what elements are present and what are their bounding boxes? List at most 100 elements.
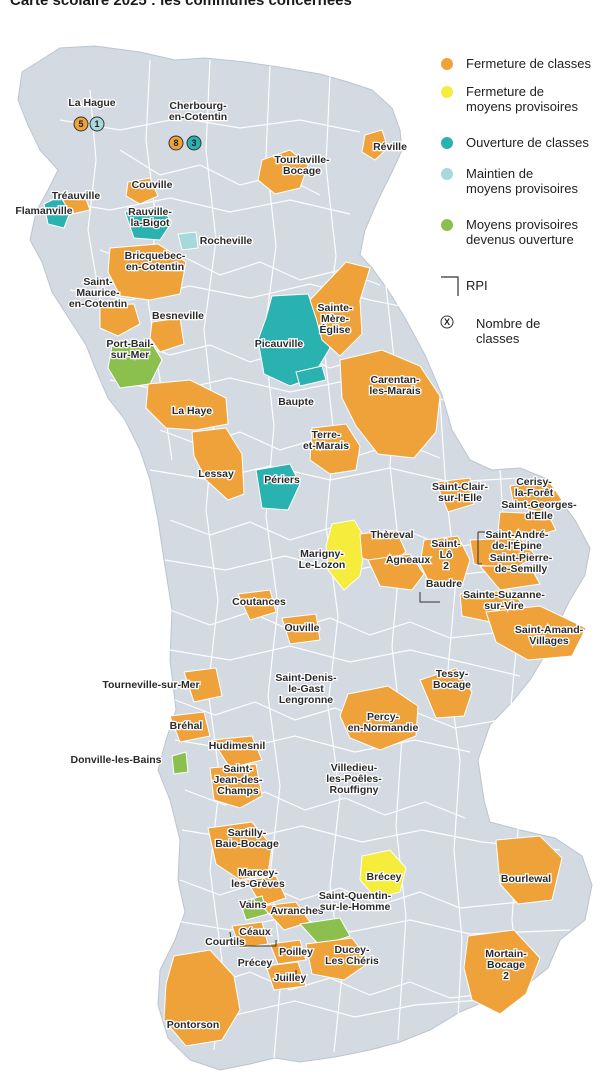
legend-rpi: RPI <box>441 276 488 296</box>
region-cerisy <box>509 479 563 513</box>
place-label: Ducey-Les Chéris <box>325 944 379 967</box>
place-label: La Hague <box>68 97 115 109</box>
place-label: Bréhal <box>170 720 203 732</box>
region-reville <box>361 129 389 161</box>
commune-regions <box>43 129 587 1047</box>
place-label: Vains <box>239 899 267 911</box>
place-label: Bourlewal <box>501 873 551 885</box>
legend-rpi-label: RPI <box>466 278 488 293</box>
place-label: Saint-Jean-des-Champs <box>213 763 263 797</box>
legend-label: Ouverture de classes <box>466 135 589 150</box>
place-label: Lessay <box>198 468 234 480</box>
place-label: Cherbourg-en-Cotentin <box>169 100 227 123</box>
region-flamanville <box>43 195 71 229</box>
region-ouville <box>281 613 321 645</box>
place-label: Tourlaville-Bocage <box>274 154 330 177</box>
place-label: Tréauville <box>52 190 101 202</box>
region-tourneville <box>183 667 223 703</box>
region-brehal <box>169 711 211 743</box>
region-couville <box>125 177 159 205</box>
region-vains <box>239 895 269 921</box>
place-label: Carentan-les-Marais <box>369 374 421 397</box>
place-label: Villedieu-les-Poêles-Rouffigny <box>326 762 382 796</box>
place-label: Courtils <box>205 936 245 948</box>
place-label: Tessy-Bocage <box>433 668 471 691</box>
place-label: Marigny-Le-Lozon <box>299 548 346 571</box>
region-juilley <box>265 961 307 991</box>
classes-symbol-icon <box>440 315 454 329</box>
region-pontorson <box>163 949 241 1047</box>
region-bourlewal <box>495 835 563 905</box>
place-label: Périers <box>264 474 300 486</box>
region-baupte <box>295 365 327 387</box>
map-title: Carte scolaire 2025 : les communes conce… <box>10 0 352 9</box>
place-label: La Haye <box>172 405 212 417</box>
place-label: Ouville <box>284 622 319 634</box>
region-mortain <box>463 929 541 1015</box>
class-count-value: 1 <box>94 119 99 129</box>
place-label: Baupte <box>278 396 314 408</box>
place-label: Saint-Amand-Villages <box>515 624 584 647</box>
place-label: Brécey <box>366 871 401 883</box>
place-label: Sainte-Mère-Église <box>317 302 353 336</box>
place-label: Sainte-Suzanne-sur-Vire <box>463 589 545 612</box>
region-besneville <box>149 317 185 353</box>
place-label: Saint-Georges-d'Elle <box>501 499 577 522</box>
place-label: Avranches <box>270 905 323 917</box>
legend-swatch <box>441 168 453 180</box>
region-saint-jean <box>209 763 263 809</box>
region-hudimesnil <box>211 735 263 769</box>
region-donville <box>171 751 189 775</box>
region-sainte-mere <box>309 261 371 357</box>
place-label: Agneaux <box>386 554 431 566</box>
place-label: Donville-les-Bains <box>70 754 161 766</box>
place-label: Thèreval <box>370 529 413 541</box>
region-saint-quentin <box>299 917 351 947</box>
classes-symbol-text: X <box>444 317 450 327</box>
region-ducey <box>305 937 371 981</box>
class-count-badge <box>73 116 89 132</box>
legend-swatch <box>441 219 453 231</box>
place-label: Baudre <box>426 578 462 590</box>
region-marigny <box>325 519 367 591</box>
place-label: Sartilly-Baie-Bocage <box>215 827 279 850</box>
legend-swatch <box>441 58 453 70</box>
class-count-value: 8 <box>173 138 178 148</box>
place-label: Marcey-les-Grèves <box>231 867 285 890</box>
region-sartilly <box>207 821 273 881</box>
place-label: Saint-Clair-sur-l'Elle <box>432 481 489 504</box>
place-label: Flamanville <box>15 205 72 217</box>
class-count-badge <box>186 135 202 151</box>
region-saint-clair <box>435 477 475 513</box>
legend-label: Fermeture de classes <box>466 56 591 71</box>
region-bricquebec <box>107 243 187 301</box>
region-periers <box>255 463 301 511</box>
region-terre-marais <box>309 423 361 475</box>
class-count-badge <box>168 135 184 151</box>
region-rauville <box>124 205 173 241</box>
region-saint-amand <box>485 605 587 661</box>
place-label: Rocheville <box>200 235 253 247</box>
place-label: Terre-et-Marais <box>303 429 349 452</box>
place-label: Bricquebec-en-Cotentin <box>125 250 186 273</box>
place-label: Rauville-la-Bigot <box>128 206 172 229</box>
place-label: Couville <box>132 179 173 191</box>
place-label: Saint-Maurice-en-Cotentin <box>69 276 127 310</box>
region-carentan <box>339 349 441 459</box>
place-label: Pontorson <box>167 1019 220 1031</box>
place-label: Saint-André-de-l'Épine <box>486 529 550 552</box>
legend-swatch <box>441 137 453 149</box>
region-saint-maurice <box>99 303 141 337</box>
region-saint-andre <box>469 537 537 571</box>
place-label: Tourneville-sur-Mer <box>102 679 199 691</box>
place-label: Percy-en-Normandie <box>348 711 419 734</box>
place-label: Besneville <box>152 310 204 322</box>
place-label: Saint-Quentin-sur-le-Homme <box>319 890 392 913</box>
